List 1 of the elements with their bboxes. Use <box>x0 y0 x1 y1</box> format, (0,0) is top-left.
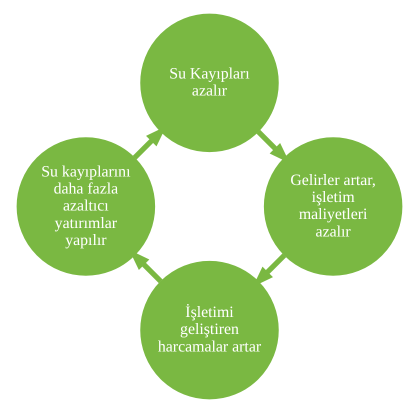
arrow <box>256 129 290 163</box>
